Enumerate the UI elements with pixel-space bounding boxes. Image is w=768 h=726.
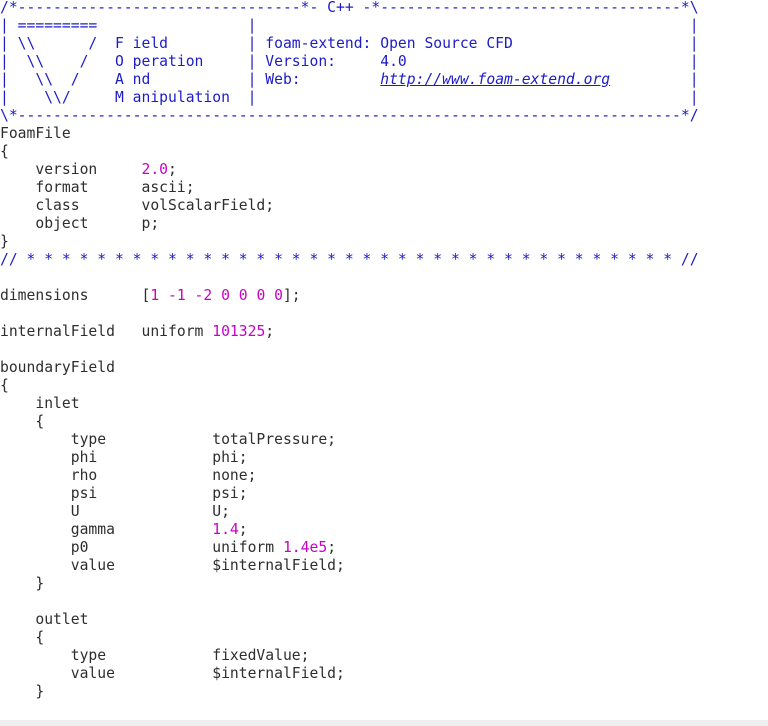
code-text: ; bbox=[168, 161, 177, 178]
comment-text: | \\ / A nd | Web: bbox=[0, 71, 381, 88]
number-literal: 1 -1 -2 0 0 0 0 bbox=[150, 287, 283, 304]
code-text: { bbox=[0, 377, 9, 394]
comment-text: | \\ / O peration | Version: 4.0 | bbox=[0, 53, 699, 70]
comment-text: | \\ / F ield | foam-extend: Open Source… bbox=[0, 35, 699, 52]
code-line: | \\ / O peration | Version: 4.0 | bbox=[0, 53, 768, 71]
code-line: \*--------------------------------------… bbox=[0, 107, 768, 125]
code-line: type totalPressure; bbox=[0, 431, 768, 449]
code-text: dimensions [ bbox=[0, 287, 151, 304]
code-text: format ascii; bbox=[0, 179, 195, 196]
comment-text: | ========= | | bbox=[0, 17, 699, 34]
code-line: | \\ / F ield | foam-extend: Open Source… bbox=[0, 35, 768, 53]
code-text: class volScalarField; bbox=[0, 197, 275, 214]
code-text: type fixedValue; bbox=[0, 647, 310, 664]
code-line: } bbox=[0, 575, 768, 593]
code-text: ; bbox=[238, 521, 248, 538]
code-text: { bbox=[0, 413, 45, 430]
code-line: | \\/ M anipulation | | bbox=[0, 89, 768, 107]
code-text: version bbox=[0, 161, 142, 178]
code-text: ; bbox=[265, 323, 275, 340]
code-text: phi phi; bbox=[0, 449, 248, 466]
code-text: value $internalField; bbox=[0, 665, 345, 682]
code-line: phi phi; bbox=[0, 449, 768, 467]
code-line: p0 uniform 1.4e5; bbox=[0, 539, 768, 557]
code-line: boundaryField bbox=[0, 359, 768, 377]
number-literal: 2.0 bbox=[141, 161, 169, 178]
code-line: object p; bbox=[0, 215, 768, 233]
code-line: { bbox=[0, 629, 768, 647]
code-text: } bbox=[0, 575, 45, 592]
code-line: { bbox=[0, 143, 768, 161]
code-line: format ascii; bbox=[0, 179, 768, 197]
code-line: rho none; bbox=[0, 467, 768, 485]
code-line bbox=[0, 269, 768, 287]
code-line: | ========= | | bbox=[0, 17, 768, 35]
code-text: FoamFile bbox=[0, 125, 71, 142]
code-text: psi psi; bbox=[0, 485, 248, 502]
code-line: { bbox=[0, 377, 768, 395]
code-text: { bbox=[0, 629, 45, 646]
code-line: internalField uniform 101325; bbox=[0, 323, 768, 341]
number-literal: 1.4e5 bbox=[282, 539, 328, 556]
code-line: /*--------------------------------*- C++… bbox=[0, 0, 768, 17]
code-text: internalField uniform bbox=[0, 323, 213, 340]
code-line: } bbox=[0, 233, 768, 251]
code-line: gamma 1.4; bbox=[0, 521, 768, 539]
code-line bbox=[0, 305, 768, 323]
code-line: } bbox=[0, 683, 768, 701]
code-line: dimensions [1 -1 -2 0 0 0 0]; bbox=[0, 287, 768, 305]
code-line: version 2.0; bbox=[0, 161, 768, 179]
code-text: gamma bbox=[0, 521, 213, 538]
code-line: U U; bbox=[0, 503, 768, 521]
code-line: // * * * * * * * * * * * * * * * * * * *… bbox=[0, 251, 768, 269]
code-text: value $internalField; bbox=[0, 557, 345, 574]
code-line: FoamFile bbox=[0, 125, 768, 143]
code-text: p0 uniform bbox=[0, 539, 283, 556]
code-text: ; bbox=[327, 539, 337, 556]
number-literal: 101325 bbox=[212, 323, 266, 340]
code-line: outlet bbox=[0, 611, 768, 629]
comment-text: | bbox=[610, 71, 699, 88]
code-text: rho none; bbox=[0, 467, 257, 484]
code-text: boundaryField bbox=[0, 359, 115, 376]
code-line: | \\ / A nd | Web: http://www.foam-exten… bbox=[0, 71, 768, 89]
code-line: { bbox=[0, 413, 768, 431]
code-text: ]; bbox=[282, 287, 301, 304]
comment-text: // * * * * * * * * * * * * * * * * * * *… bbox=[0, 251, 699, 268]
number-literal: 1.4 bbox=[212, 521, 239, 538]
code-text: } bbox=[0, 233, 9, 250]
code-text: U U; bbox=[0, 503, 230, 520]
code-line: psi psi; bbox=[0, 485, 768, 503]
code-text: outlet bbox=[0, 611, 89, 628]
code-line bbox=[0, 341, 768, 359]
code-text: object p; bbox=[0, 215, 160, 232]
comment-text: /*--------------------------------*- C++… bbox=[0, 0, 699, 16]
url-link[interactable]: http://www.foam-extend.org bbox=[380, 71, 611, 88]
code-line: type fixedValue; bbox=[0, 647, 768, 665]
code-line: value $internalField; bbox=[0, 665, 768, 683]
code-text: inlet bbox=[0, 395, 80, 412]
comment-text: | \\/ M anipulation | | bbox=[0, 89, 699, 106]
code-line bbox=[0, 593, 768, 611]
code-line: class volScalarField; bbox=[0, 197, 768, 215]
code-text: type totalPressure; bbox=[0, 431, 337, 448]
code-line: inlet bbox=[0, 395, 768, 413]
status-bar bbox=[0, 720, 768, 726]
code-text: { bbox=[0, 143, 9, 160]
code-text: } bbox=[0, 683, 45, 700]
code-line: value $internalField; bbox=[0, 557, 768, 575]
comment-text: \*--------------------------------------… bbox=[0, 107, 699, 124]
